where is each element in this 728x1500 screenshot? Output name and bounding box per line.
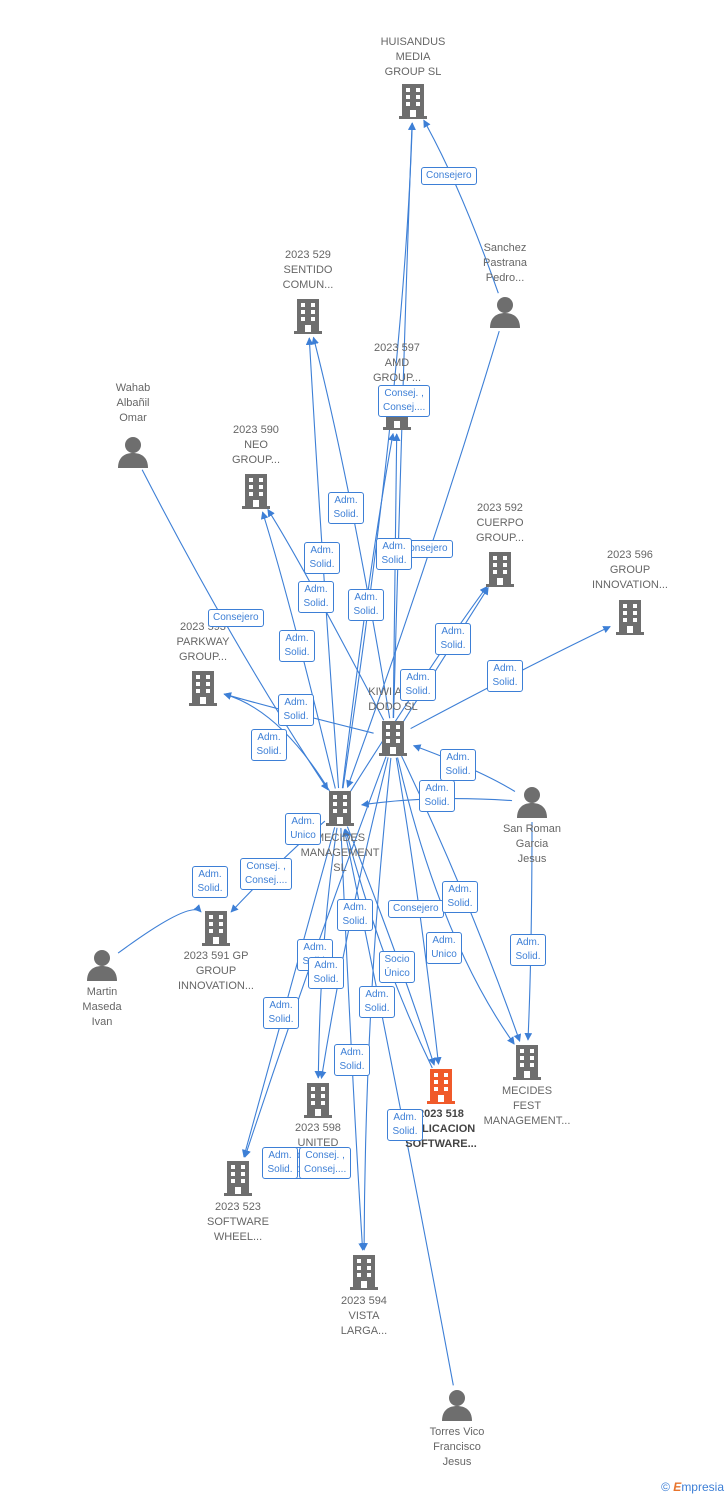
edge-role-label: Consej. , Consej.... [240, 858, 293, 890]
edge-role-label: Adm. Solid. [192, 866, 228, 898]
edge-role-label: Adm. Solid. [400, 669, 436, 701]
edge-sanchez-to-mecides [346, 330, 500, 789]
edge-role-label: Adm. Solid. [487, 660, 523, 692]
edge-role-label: Adm. Unico [426, 932, 462, 964]
building-icon[interactable] [482, 551, 518, 587]
copyright-symbol: © [661, 1480, 670, 1494]
edge-role-label: Adm. Solid. [419, 780, 455, 812]
edges-layer [117, 119, 611, 1386]
building-icon[interactable] [375, 720, 411, 756]
person-icon[interactable] [514, 784, 550, 820]
edge-role-label: Adm. Solid. [348, 589, 384, 621]
edge-role-label: Consejero [388, 900, 444, 918]
building-icon[interactable] [220, 1160, 256, 1196]
person-icon[interactable] [115, 434, 151, 470]
person-icon[interactable] [487, 294, 523, 330]
edge-role-label: Consej. , Consej.... [299, 1147, 352, 1179]
edge-mecides-to-c518 [346, 826, 436, 1066]
edge-kiwi-to-huisandus [392, 122, 416, 719]
edge-sanroman-to-mfest [524, 821, 533, 1041]
building-icon[interactable] [423, 1068, 459, 1104]
edge-role-label: Adm. Solid. [304, 542, 340, 574]
building-icon[interactable] [509, 1044, 545, 1080]
edge-mecides-to-wheel [242, 827, 336, 1158]
edge-role-label: Adm. Solid. [334, 1044, 370, 1076]
edge-role-label: Adm. Unico [285, 813, 321, 845]
building-icon[interactable] [300, 1082, 336, 1118]
brand-name: mpresia [681, 1480, 724, 1494]
edge-martin-to-gp591 [117, 904, 202, 954]
edge-role-label: Adm. Solid. [442, 881, 478, 913]
edge-role-label: Adm. Solid. [263, 997, 299, 1029]
edge-role-label: Adm. Solid. [376, 538, 412, 570]
building-icon[interactable] [238, 473, 274, 509]
empresia-watermark: © Empresia [661, 1480, 724, 1494]
edge-role-label: Adm. Solid. [359, 986, 395, 1018]
edge-kiwi-to-mfest [396, 757, 515, 1045]
edge-c518-to-mecides [343, 828, 433, 1069]
edge-mecides-to-neo [260, 511, 336, 789]
edge-role-label: Adm. Solid. [308, 957, 344, 989]
edge-role-label: Adm. Solid. [435, 623, 471, 655]
edge-role-label: Consejero [208, 609, 264, 627]
person-icon[interactable] [439, 1387, 475, 1423]
edge-role-label: Adm. Solid. [440, 749, 476, 781]
edge-role-label: Consejero [421, 167, 477, 185]
edge-role-label: Adm. Solid. [328, 492, 364, 524]
edge-wahab-to-mecides [141, 469, 329, 791]
building-icon[interactable] [198, 910, 234, 946]
building-icon[interactable] [612, 599, 648, 635]
edge-role-label: Consej. , Consej.... [378, 385, 431, 417]
edge-mecides-to-vista [340, 827, 367, 1251]
edge-role-label: Adm. Solid. [262, 1147, 298, 1179]
building-icon[interactable] [290, 298, 326, 334]
edge-role-label: Adm. Solid. [387, 1109, 423, 1141]
building-icon[interactable] [322, 790, 358, 826]
edge-mecides-to-amd [341, 432, 396, 789]
edge-role-label: Adm. Solid. [251, 729, 287, 761]
edge-sanchez-to-huisandus [423, 119, 499, 294]
edge-role-label: Adm. Solid. [510, 934, 546, 966]
edge-role-label: Socio Único [379, 951, 415, 983]
edge-role-label: Adm. Solid. [279, 630, 315, 662]
edge-mecides-to-parkway [223, 692, 331, 792]
edge-role-label: Adm. Solid. [337, 899, 373, 931]
building-icon[interactable] [395, 83, 431, 119]
person-icon[interactable] [84, 947, 120, 983]
building-icon[interactable] [346, 1254, 382, 1290]
building-icon[interactable] [185, 670, 221, 706]
brand-initial: E [673, 1480, 682, 1494]
edge-role-label: Adm. Solid. [298, 581, 334, 613]
edge-role-label: Adm. Solid. [278, 694, 314, 726]
